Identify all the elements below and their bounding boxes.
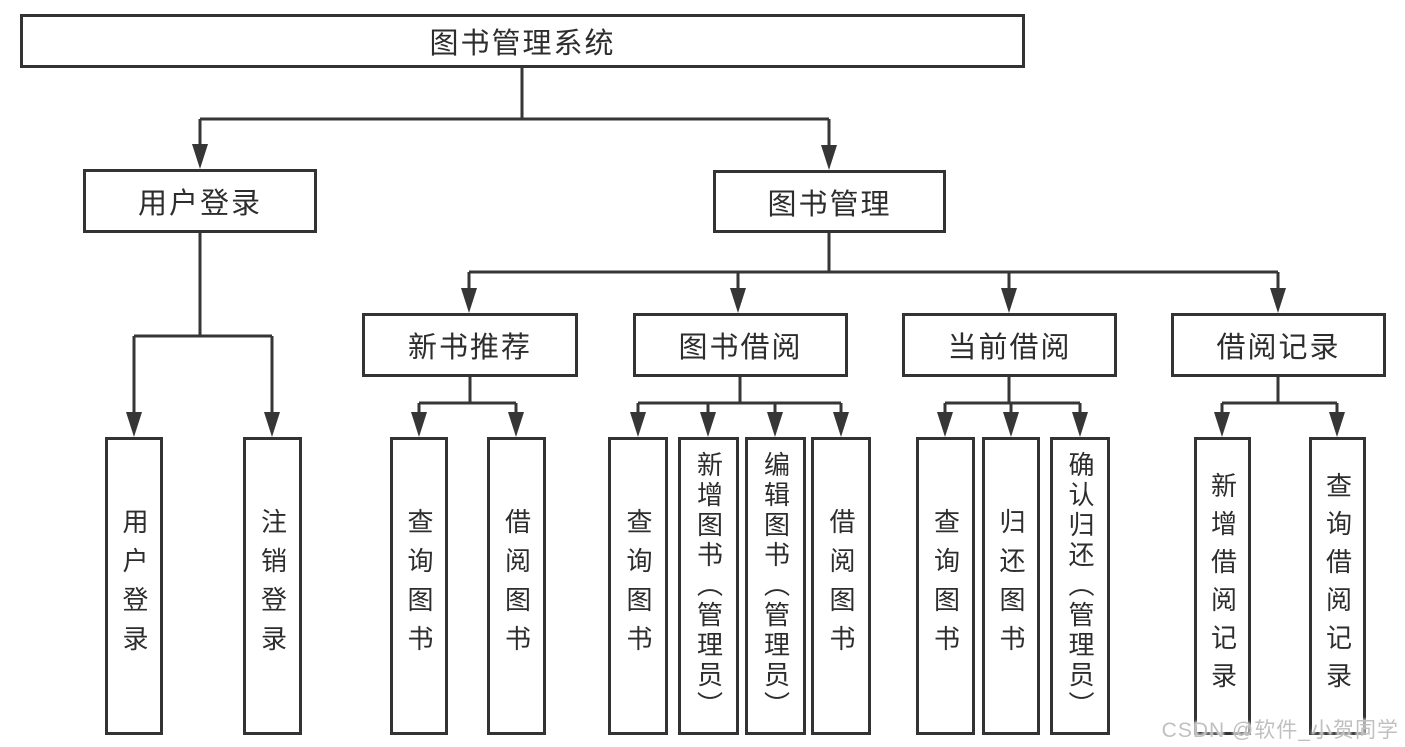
leaf-records-query-record: 查询借阅记录	[1309, 437, 1366, 735]
leaf-current-return-book: 归还图书	[982, 437, 1040, 735]
leaf-logout: 注销登录	[243, 437, 302, 735]
connector-book-borrow-to-leaves	[630, 377, 849, 437]
connector-new-books-to-leaves	[411, 377, 524, 437]
leaf-user-login: 用户登录	[105, 437, 163, 735]
connector-borrow-records-to-leaves	[1214, 377, 1345, 437]
node-borrow-records: 借阅记录	[1171, 313, 1386, 377]
connector-root-to-level2	[192, 68, 837, 170]
connector-user-login-to-leaves	[126, 233, 280, 437]
node-root-system: 图书管理系统	[20, 14, 1025, 68]
leaf-borrow-add-book-admin: 新增图书（管理员）	[678, 437, 739, 735]
node-current-borrow: 当前借阅	[902, 313, 1117, 377]
node-book-borrow: 图书借阅	[633, 313, 848, 377]
connector-book-mgmt-to-level3	[461, 233, 1286, 313]
leaf-newbooks-query-book: 查询图书	[390, 437, 448, 735]
leaf-records-add-record: 新增借阅记录	[1194, 437, 1251, 735]
node-new-book-recommend: 新书推荐	[362, 313, 578, 377]
connector-current-borrow-to-leaves	[937, 377, 1088, 437]
leaf-borrow-edit-book-admin: 编辑图书（管理员）	[745, 437, 806, 735]
csdn-watermark: CSDN @软件_小贺同学	[1161, 719, 1399, 742]
leaf-borrow-borrow-book: 借阅图书	[811, 437, 871, 735]
leaf-newbooks-borrow-book: 借阅图书	[487, 437, 546, 735]
node-book-management: 图书管理	[713, 170, 946, 233]
leaf-borrow-query-book: 查询图书	[608, 437, 668, 735]
leaf-current-confirm-return-admin: 确认归还（管理员）	[1050, 437, 1110, 735]
node-user-login: 用户登录	[83, 169, 317, 233]
leaf-current-query-book: 查询图书	[916, 437, 975, 735]
